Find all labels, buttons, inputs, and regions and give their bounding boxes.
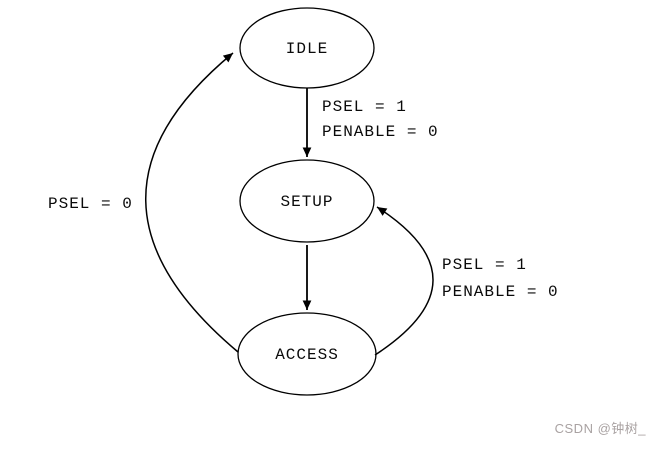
- label-access-to-idle: PSEL = 0: [48, 195, 133, 213]
- state-label-idle: IDLE: [286, 40, 328, 58]
- label-access-to-setup-line1: PSEL = 1: [442, 256, 527, 274]
- label-idle-to-setup-line2: PENABLE = 0: [322, 123, 439, 141]
- label-access-to-setup-line2: PENABLE = 0: [442, 283, 559, 301]
- state-node-setup: [239, 159, 375, 243]
- state-label-access: ACCESS: [275, 346, 339, 364]
- state-label-setup: SETUP: [280, 193, 333, 211]
- csdn-watermark: CSDN @钟树_: [555, 421, 647, 436]
- label-idle-to-setup-line1: PSEL = 1: [322, 98, 407, 116]
- arrow-access-to-setup: [374, 206, 434, 356]
- arrow-access-to-idle: [145, 52, 239, 353]
